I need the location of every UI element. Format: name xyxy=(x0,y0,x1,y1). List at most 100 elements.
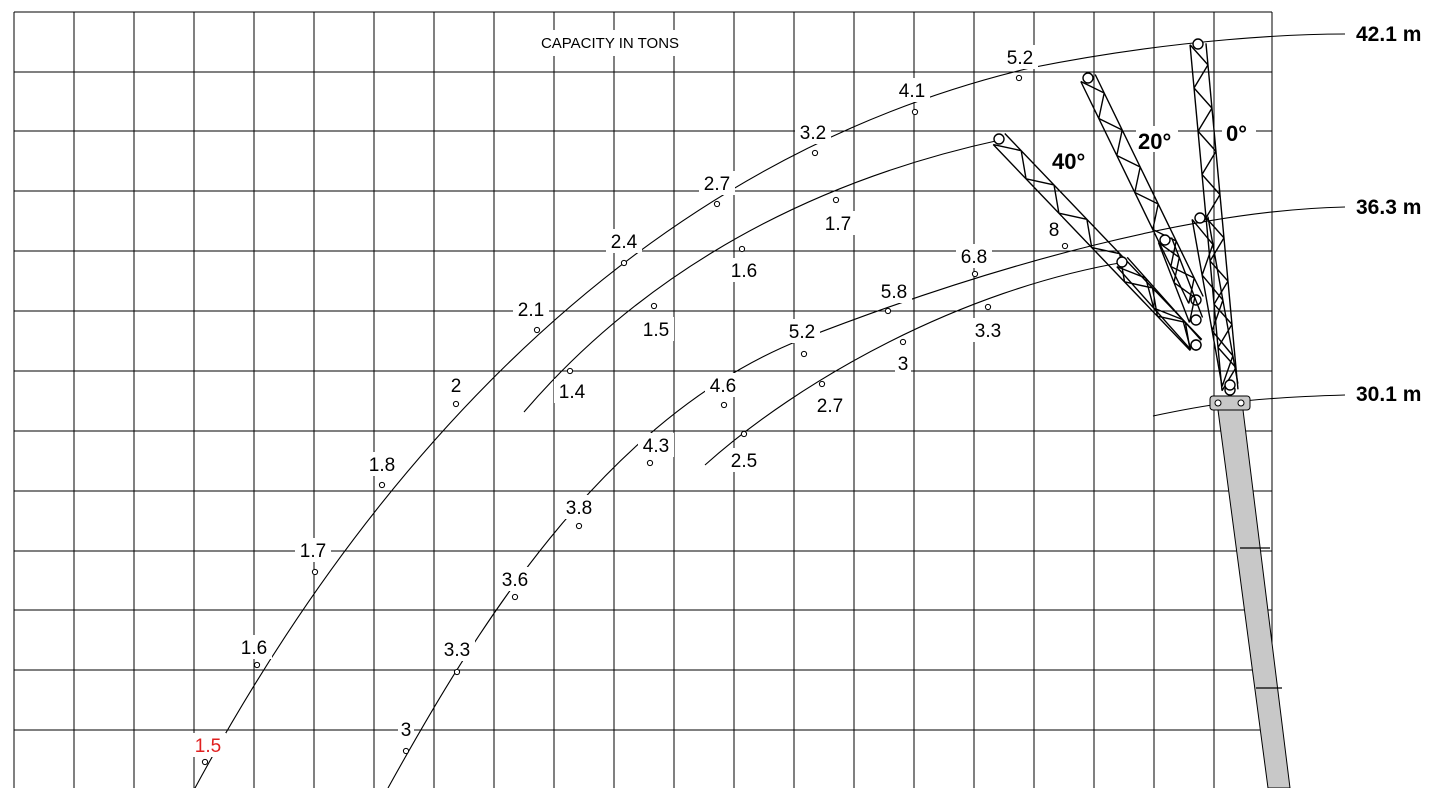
jib-lattices xyxy=(992,38,1239,396)
jib-20deg-36m-sheave xyxy=(1190,314,1202,326)
capacity-point xyxy=(201,758,209,766)
capacity-value: 1.7 xyxy=(825,214,851,235)
jib-20deg-36m-sheave xyxy=(1159,234,1171,246)
label-background xyxy=(894,78,930,102)
capacity-point xyxy=(720,401,728,409)
label-background xyxy=(190,733,226,757)
capacity-point xyxy=(984,303,992,311)
capacity-value: 1.8 xyxy=(369,455,395,476)
jib-40deg-42m-truss xyxy=(992,132,1203,352)
label-background xyxy=(795,120,831,144)
angle-label-40: 40° xyxy=(1052,149,1085,174)
capacity-value: 5.2 xyxy=(789,322,815,343)
capacity-point xyxy=(452,400,460,408)
capacity-point xyxy=(650,302,658,310)
capacity-value: 8 xyxy=(1049,220,1060,241)
jib-20deg-36m xyxy=(1157,234,1204,326)
capacity-point xyxy=(566,367,574,375)
capacity-point xyxy=(911,108,919,116)
label-background xyxy=(513,297,549,321)
capacity-point xyxy=(818,380,826,388)
label-background xyxy=(876,279,912,303)
capacity-point xyxy=(453,668,461,676)
jib-20deg-42m-sheave xyxy=(1082,72,1094,84)
capacity-value: 3 xyxy=(898,354,909,375)
capacity-point xyxy=(800,350,808,358)
jib-0deg-42m xyxy=(1189,38,1239,396)
capacity-value: 1.4 xyxy=(559,382,586,403)
capacity-point xyxy=(884,307,892,315)
jib-40deg-36m-truss xyxy=(1116,256,1202,351)
capacity-point xyxy=(646,459,654,467)
curve-inner-36m xyxy=(704,261,1126,466)
capacity-point xyxy=(253,661,261,669)
capacity-point xyxy=(740,430,748,438)
label-background xyxy=(726,448,762,472)
value-labels: 1.51.61.71.822.12.42.73.24.15.21.41.51.6… xyxy=(190,45,1069,766)
jib-20deg-36m-truss xyxy=(1157,237,1204,323)
label-background xyxy=(606,229,642,253)
curve-outer-42m xyxy=(194,33,1346,788)
jib-0deg-36m xyxy=(1191,212,1239,391)
crane-boom xyxy=(1209,395,1291,788)
jib-40deg-36m-sheave xyxy=(1190,339,1202,351)
capacity-point xyxy=(811,149,819,157)
label-background xyxy=(699,171,735,195)
label-background xyxy=(497,567,533,591)
capacity-point xyxy=(620,259,628,267)
label-background xyxy=(448,373,464,397)
length-label-42m: 42.1 m xyxy=(1356,23,1421,46)
label-background xyxy=(956,244,992,268)
capacity-value: 1.6 xyxy=(731,261,757,282)
boom-head xyxy=(1209,395,1251,411)
chart-title: CAPACITY IN TONS xyxy=(541,35,679,52)
label-background xyxy=(726,258,762,282)
capacity-value: 3.3 xyxy=(444,640,470,661)
capacity-point xyxy=(971,270,979,278)
label-background xyxy=(812,393,848,417)
label-background xyxy=(364,452,400,476)
capacity-value: 2.1 xyxy=(518,300,544,321)
label-background xyxy=(561,495,597,519)
label-background xyxy=(1002,45,1038,69)
capacity-value: 1.7 xyxy=(300,541,326,562)
jib-0deg-42m-truss xyxy=(1189,43,1239,392)
jib-40deg-36m-sheave xyxy=(1116,256,1128,268)
label-background xyxy=(295,538,331,562)
label-background xyxy=(554,379,590,403)
label-background xyxy=(398,717,414,741)
capacity-point xyxy=(1061,242,1069,250)
capacity-value: 2.7 xyxy=(817,396,843,417)
capacity-value: 3 xyxy=(401,720,412,741)
length-label-36m: 36.3 m xyxy=(1356,196,1421,219)
capacity-point xyxy=(533,326,541,334)
label-background xyxy=(895,351,911,375)
jib-40deg-42m-sheave xyxy=(993,133,1005,145)
label-background xyxy=(705,373,741,397)
capacity-value: 6.8 xyxy=(961,247,987,268)
jib-40deg-42m xyxy=(992,132,1203,352)
boom-main xyxy=(1217,409,1291,788)
curve-inner-42m xyxy=(523,139,1001,413)
capacity-value: 2.4 xyxy=(611,232,638,253)
jib-0deg-36m-sheave xyxy=(1224,379,1236,391)
capacity-value: 4.6 xyxy=(710,376,736,397)
jib-40deg-36m xyxy=(1116,256,1202,351)
capacity-point xyxy=(402,747,410,755)
capacity-point xyxy=(832,196,840,204)
capacity-value: 2.7 xyxy=(704,174,730,195)
angle-label-0: 0° xyxy=(1226,121,1247,146)
capacity-point xyxy=(511,593,519,601)
capacity-value: 1.5 xyxy=(643,320,669,341)
capacity-point xyxy=(738,245,746,253)
jib-0deg-42m-sheave xyxy=(1192,38,1204,50)
capacity-point xyxy=(713,200,721,208)
jib-20deg-42m-truss xyxy=(1080,74,1204,304)
capacity-value: 3.6 xyxy=(502,570,528,591)
capacity-point xyxy=(378,481,386,489)
grid xyxy=(13,11,1273,788)
capacity-value: 3.3 xyxy=(975,321,1001,342)
capacity-value: 5.2 xyxy=(1007,48,1033,69)
capacity-value: 2 xyxy=(451,376,462,397)
label-background xyxy=(439,637,475,661)
